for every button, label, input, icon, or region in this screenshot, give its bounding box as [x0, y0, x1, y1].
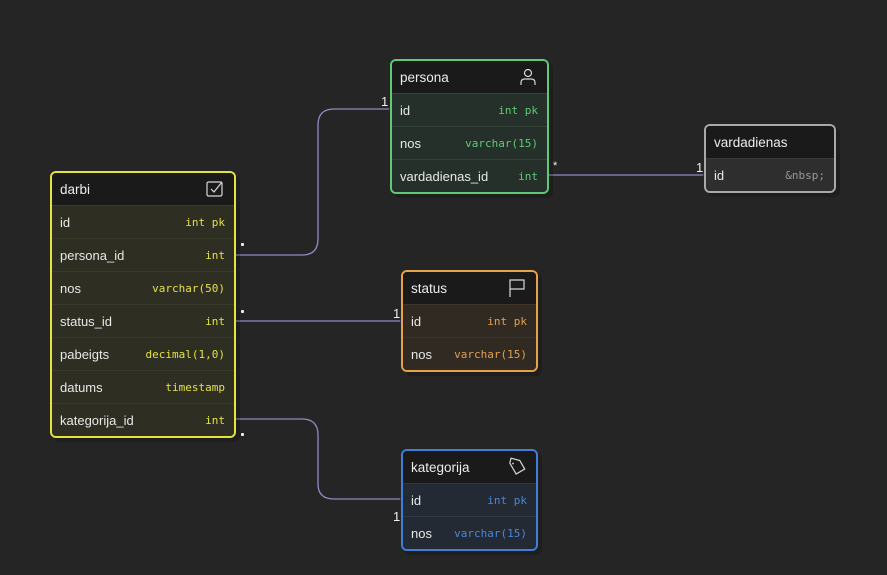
table-title: darbi	[60, 181, 91, 197]
cardinality-many-marker	[241, 433, 244, 436]
table-title: status	[411, 280, 448, 296]
column-name: nos	[411, 346, 432, 362]
table-vardadienas[interactable]: vardadienas id&nbsp;	[704, 124, 836, 193]
table-row[interactable]: id int pk	[392, 93, 547, 126]
table-row[interactable]: status_id int	[52, 304, 234, 337]
table-title: vardadienas	[714, 134, 788, 150]
column-type: int pk	[487, 493, 527, 507]
table-header[interactable]: darbi	[52, 173, 234, 205]
column-type: decimal(1,0)	[145, 347, 225, 361]
column-type: timestamp	[165, 380, 225, 394]
table-row[interactable]: id int pk	[52, 205, 234, 238]
column-type: int	[205, 314, 225, 328]
column-name: id	[400, 102, 411, 118]
table-status[interactable]: status id int pk nos varchar(15)	[401, 270, 538, 372]
column-name: status_id	[60, 313, 113, 329]
table-row[interactable]: nos varchar(15)	[392, 126, 547, 159]
table-header[interactable]: vardadienas	[706, 126, 834, 158]
cardinality-label: 1	[393, 509, 401, 524]
table-row[interactable]: kategorija_id int	[52, 403, 234, 436]
table-row[interactable]: nos varchar(15)	[403, 516, 536, 549]
link-darbi-persona[interactable]	[234, 108, 391, 256]
table-header[interactable]: kategorija	[403, 451, 536, 483]
column-name: pabeigts	[60, 346, 110, 362]
link-darbi-kategorija[interactable]	[234, 418, 402, 500]
table-header[interactable]: status	[403, 272, 536, 304]
cardinality-many-marker	[241, 243, 244, 246]
column-type: int pk	[185, 215, 225, 229]
table-header[interactable]: persona	[392, 61, 547, 93]
table-title: persona	[400, 69, 449, 85]
column-type: int	[518, 169, 538, 183]
column-name: id	[411, 313, 422, 329]
column-name: id	[60, 214, 71, 230]
column-name: id	[714, 167, 725, 183]
column-name: vardadienas_id	[400, 168, 489, 184]
column-name: persona_id	[60, 247, 125, 263]
column-type: varchar(15)	[454, 526, 527, 540]
table-row[interactable]: nos varchar(15)	[403, 337, 536, 370]
column-name: nos	[400, 135, 421, 151]
checkbox-icon	[204, 178, 226, 200]
column-type: varchar(50)	[152, 281, 225, 295]
column-type: int pk	[487, 314, 527, 328]
column-name: nos	[60, 280, 81, 296]
table-persona[interactable]: persona id int pk nos varchar(15) vardadie…	[390, 59, 549, 194]
cardinality-label: 1	[696, 160, 704, 175]
table-row[interactable]: nos varchar(50)	[52, 271, 234, 304]
user-icon	[517, 66, 539, 88]
cardinality-many-marker	[241, 310, 244, 313]
column-type: &nbsp;	[785, 168, 825, 182]
tag-icon	[506, 456, 528, 478]
cardinality-label: 1	[393, 306, 401, 321]
table-row[interactable]: id int pk	[403, 483, 536, 516]
table-row[interactable]: id int pk	[403, 304, 536, 337]
table-kategorija[interactable]: kategorija id int pk nos varchar(15)	[401, 449, 538, 551]
flag-icon	[506, 277, 528, 299]
table-row[interactable]: persona_id int	[52, 238, 234, 271]
cardinality-label: 1	[381, 94, 389, 109]
column-type: int	[205, 413, 225, 427]
cardinality-label: *	[553, 160, 558, 172]
column-name: nos	[411, 525, 432, 541]
column-type: varchar(15)	[465, 136, 538, 150]
table-row[interactable]: pabeigts decimal(1,0)	[52, 337, 234, 370]
table-row[interactable]: id&nbsp;	[706, 158, 834, 191]
column-name: datums	[60, 379, 103, 395]
table-row[interactable]: datums timestamp	[52, 370, 234, 403]
table-row[interactable]: vardadienas_id int	[392, 159, 547, 192]
column-type: varchar(15)	[454, 347, 527, 361]
column-name: id	[411, 492, 422, 508]
table-title: kategorija	[411, 459, 470, 475]
column-type: int pk	[498, 103, 538, 117]
column-type: int	[205, 248, 225, 262]
column-name: kategorija_id	[60, 412, 134, 428]
